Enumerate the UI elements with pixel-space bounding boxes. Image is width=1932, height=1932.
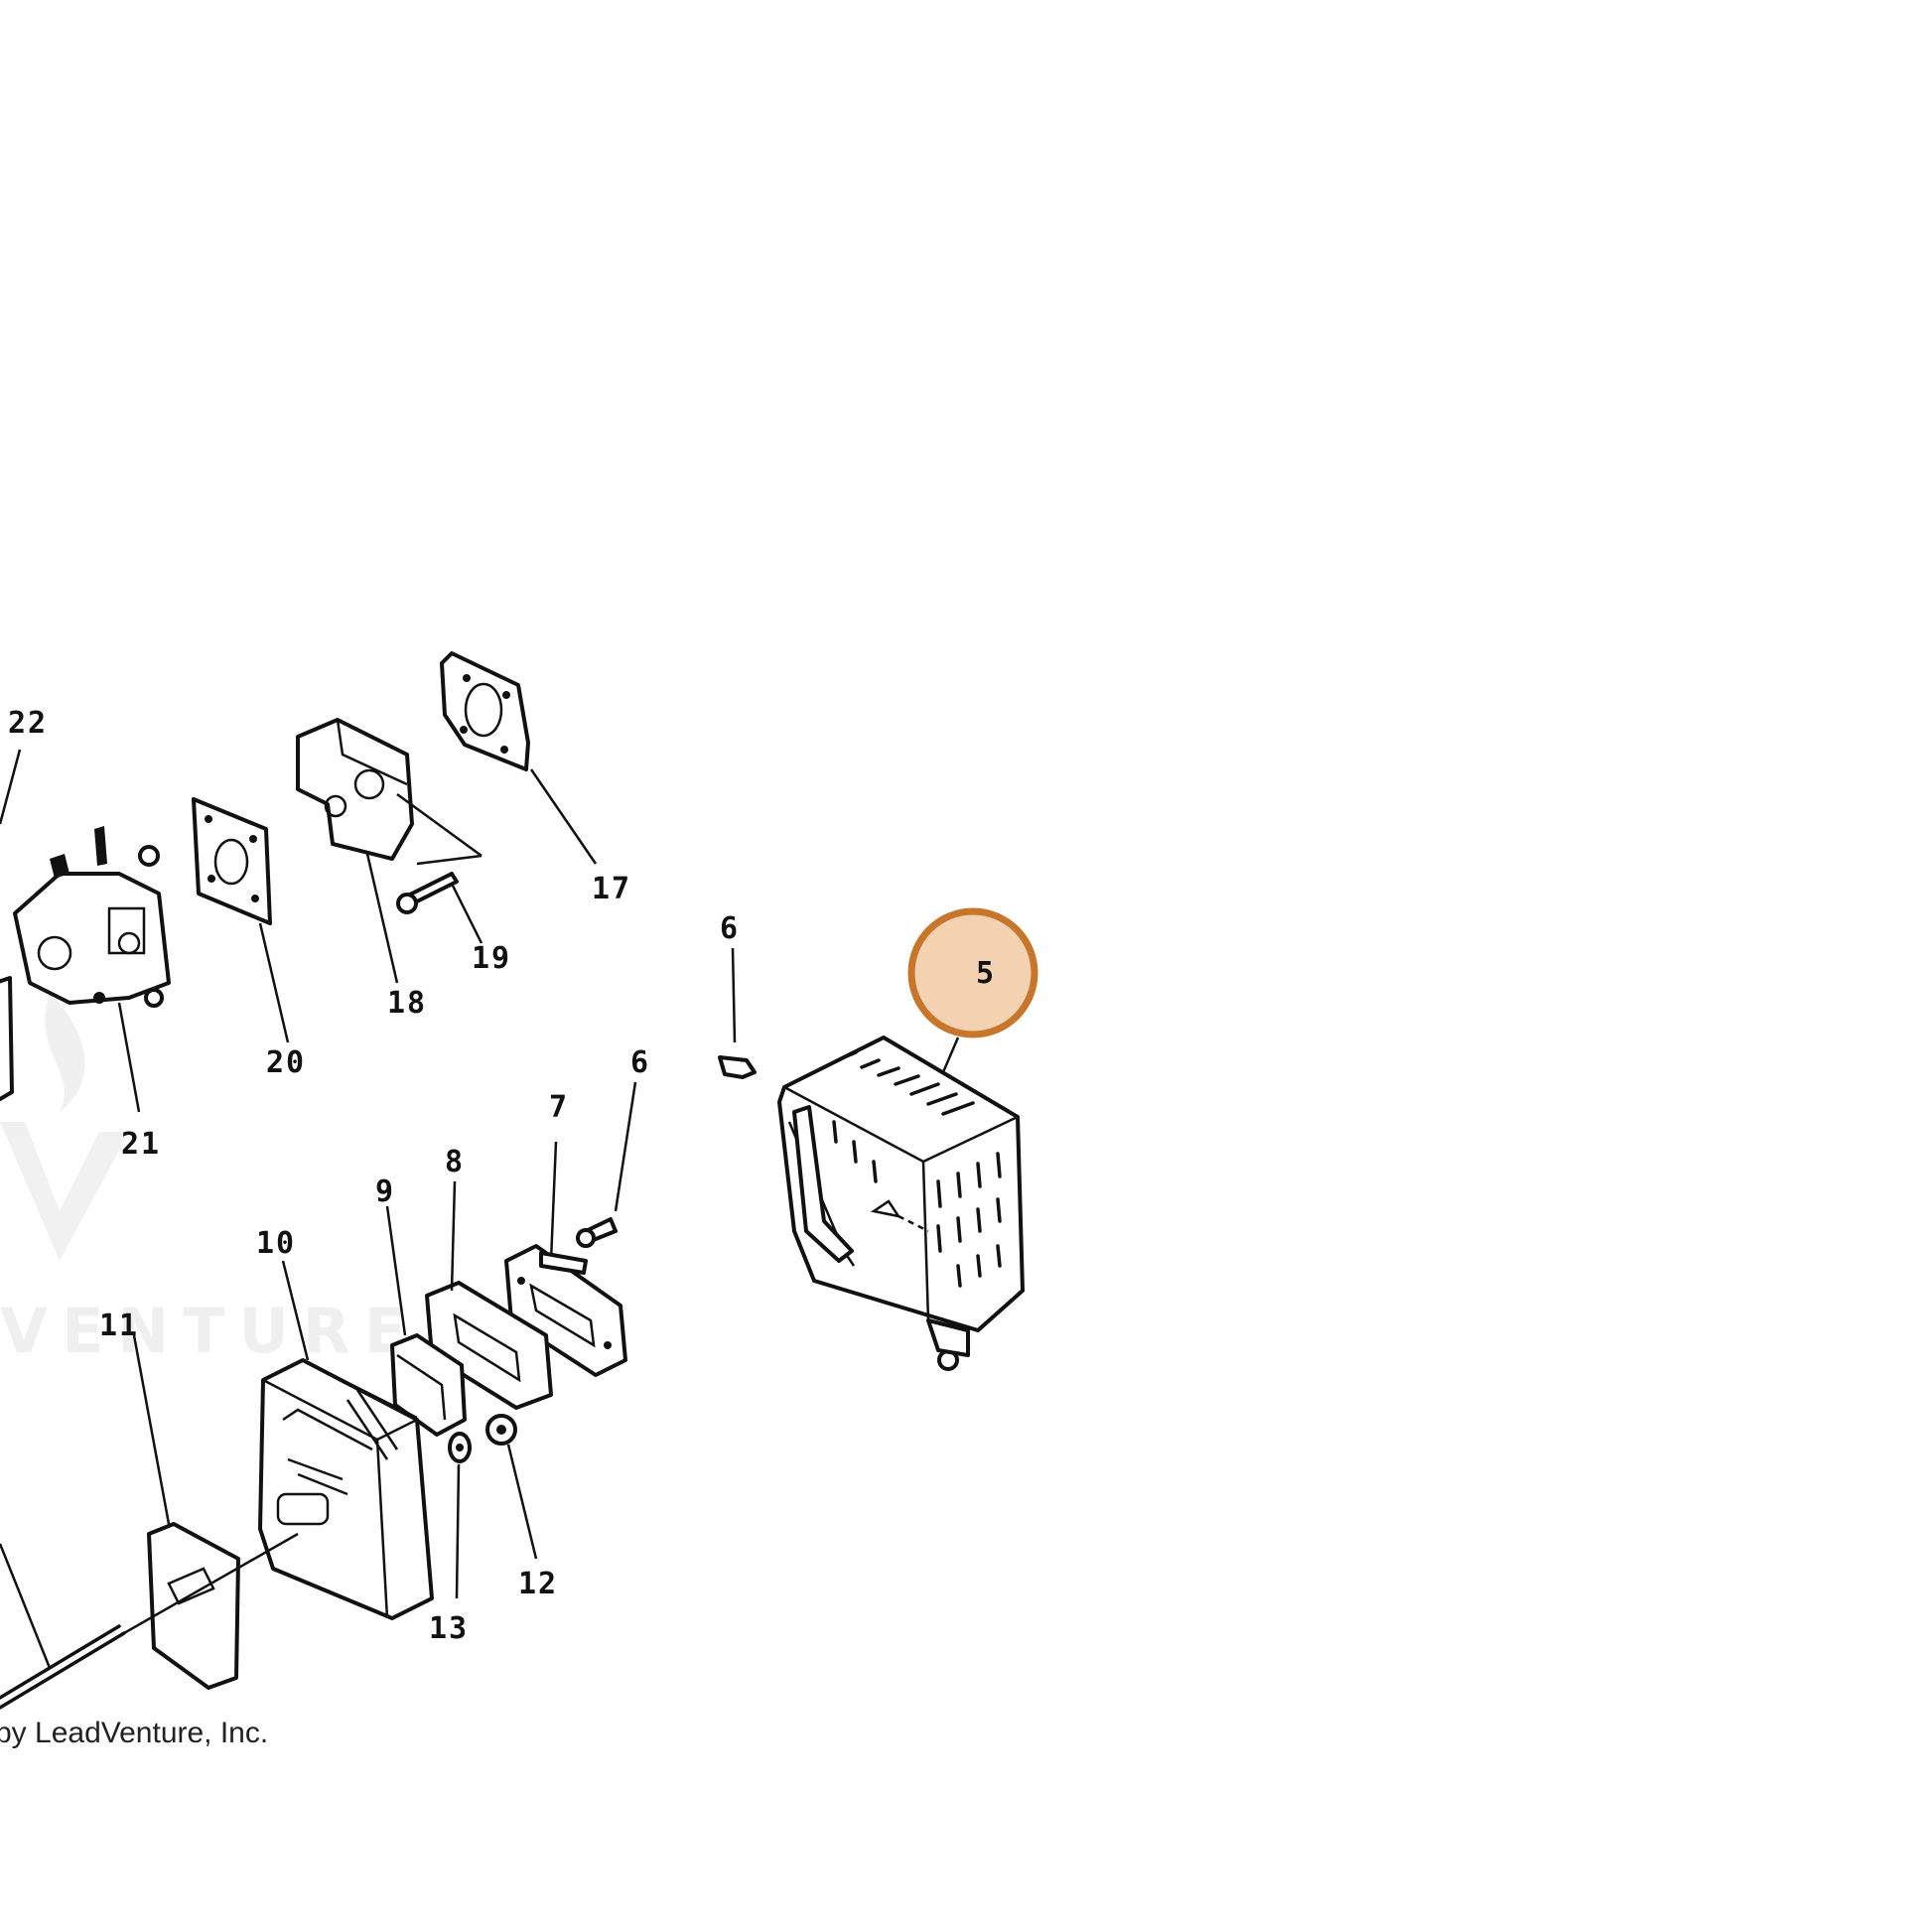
callout-11[interactable]: 11 xyxy=(99,1309,139,1343)
part-21-carburetor xyxy=(13,826,171,1113)
callout-20[interactable]: 20 xyxy=(266,1045,306,1080)
callout-13[interactable]: 13 xyxy=(429,1611,469,1646)
callout-12[interactable]: 12 xyxy=(518,1567,558,1601)
leadventure-watermark-logo: VENTURE xyxy=(0,993,420,1367)
part-12-nut xyxy=(485,1414,538,1560)
vent-slots-side xyxy=(832,1120,1002,1288)
callout-6-lower[interactable]: 6 xyxy=(630,1045,650,1080)
callout-7[interactable]: 7 xyxy=(549,1090,569,1125)
part-13-nut xyxy=(448,1432,472,1599)
part-9-element xyxy=(385,1205,467,1437)
callout-19[interactable]: 19 xyxy=(472,941,511,976)
part-18-insulator xyxy=(296,718,483,984)
callout-10[interactable]: 10 xyxy=(256,1226,296,1261)
callout-labels: 5 6 6 7 8 9 10 11 12 13 17 18 19 20 21 2… xyxy=(8,706,996,1646)
part-7-plate xyxy=(504,1141,627,1377)
part-10-muffler-body xyxy=(258,1260,434,1620)
part-6-lower-bolt xyxy=(576,1081,637,1248)
part-6-upper-bolt xyxy=(718,947,757,1079)
highlight-marker-part-5[interactable] xyxy=(907,907,1038,1038)
callout-8[interactable]: 8 xyxy=(445,1145,465,1179)
watermark-text: VENTURE xyxy=(0,1295,420,1367)
part-17-gasket xyxy=(440,651,598,865)
copyright-notice: by LeadVenture, Inc. xyxy=(0,1717,268,1749)
part-19-bolt xyxy=(396,872,483,944)
callout-22[interactable]: 22 xyxy=(8,706,48,741)
callout-9[interactable]: 9 xyxy=(375,1174,395,1209)
callout-18[interactable]: 18 xyxy=(387,986,427,1021)
callout-6-upper[interactable]: 6 xyxy=(720,911,740,946)
callout-5[interactable]: 5 xyxy=(976,956,996,991)
vent-slots-top xyxy=(842,1050,975,1116)
callout-17[interactable]: 17 xyxy=(592,872,631,906)
part-11-gasket xyxy=(132,1334,240,1690)
part-22-leader xyxy=(0,749,22,1102)
part-20-gasket xyxy=(192,797,290,1043)
part-5-muffler-cover xyxy=(777,1035,1025,1371)
callout-21[interactable]: 21 xyxy=(121,1127,161,1162)
stud-rod xyxy=(0,1532,299,1710)
